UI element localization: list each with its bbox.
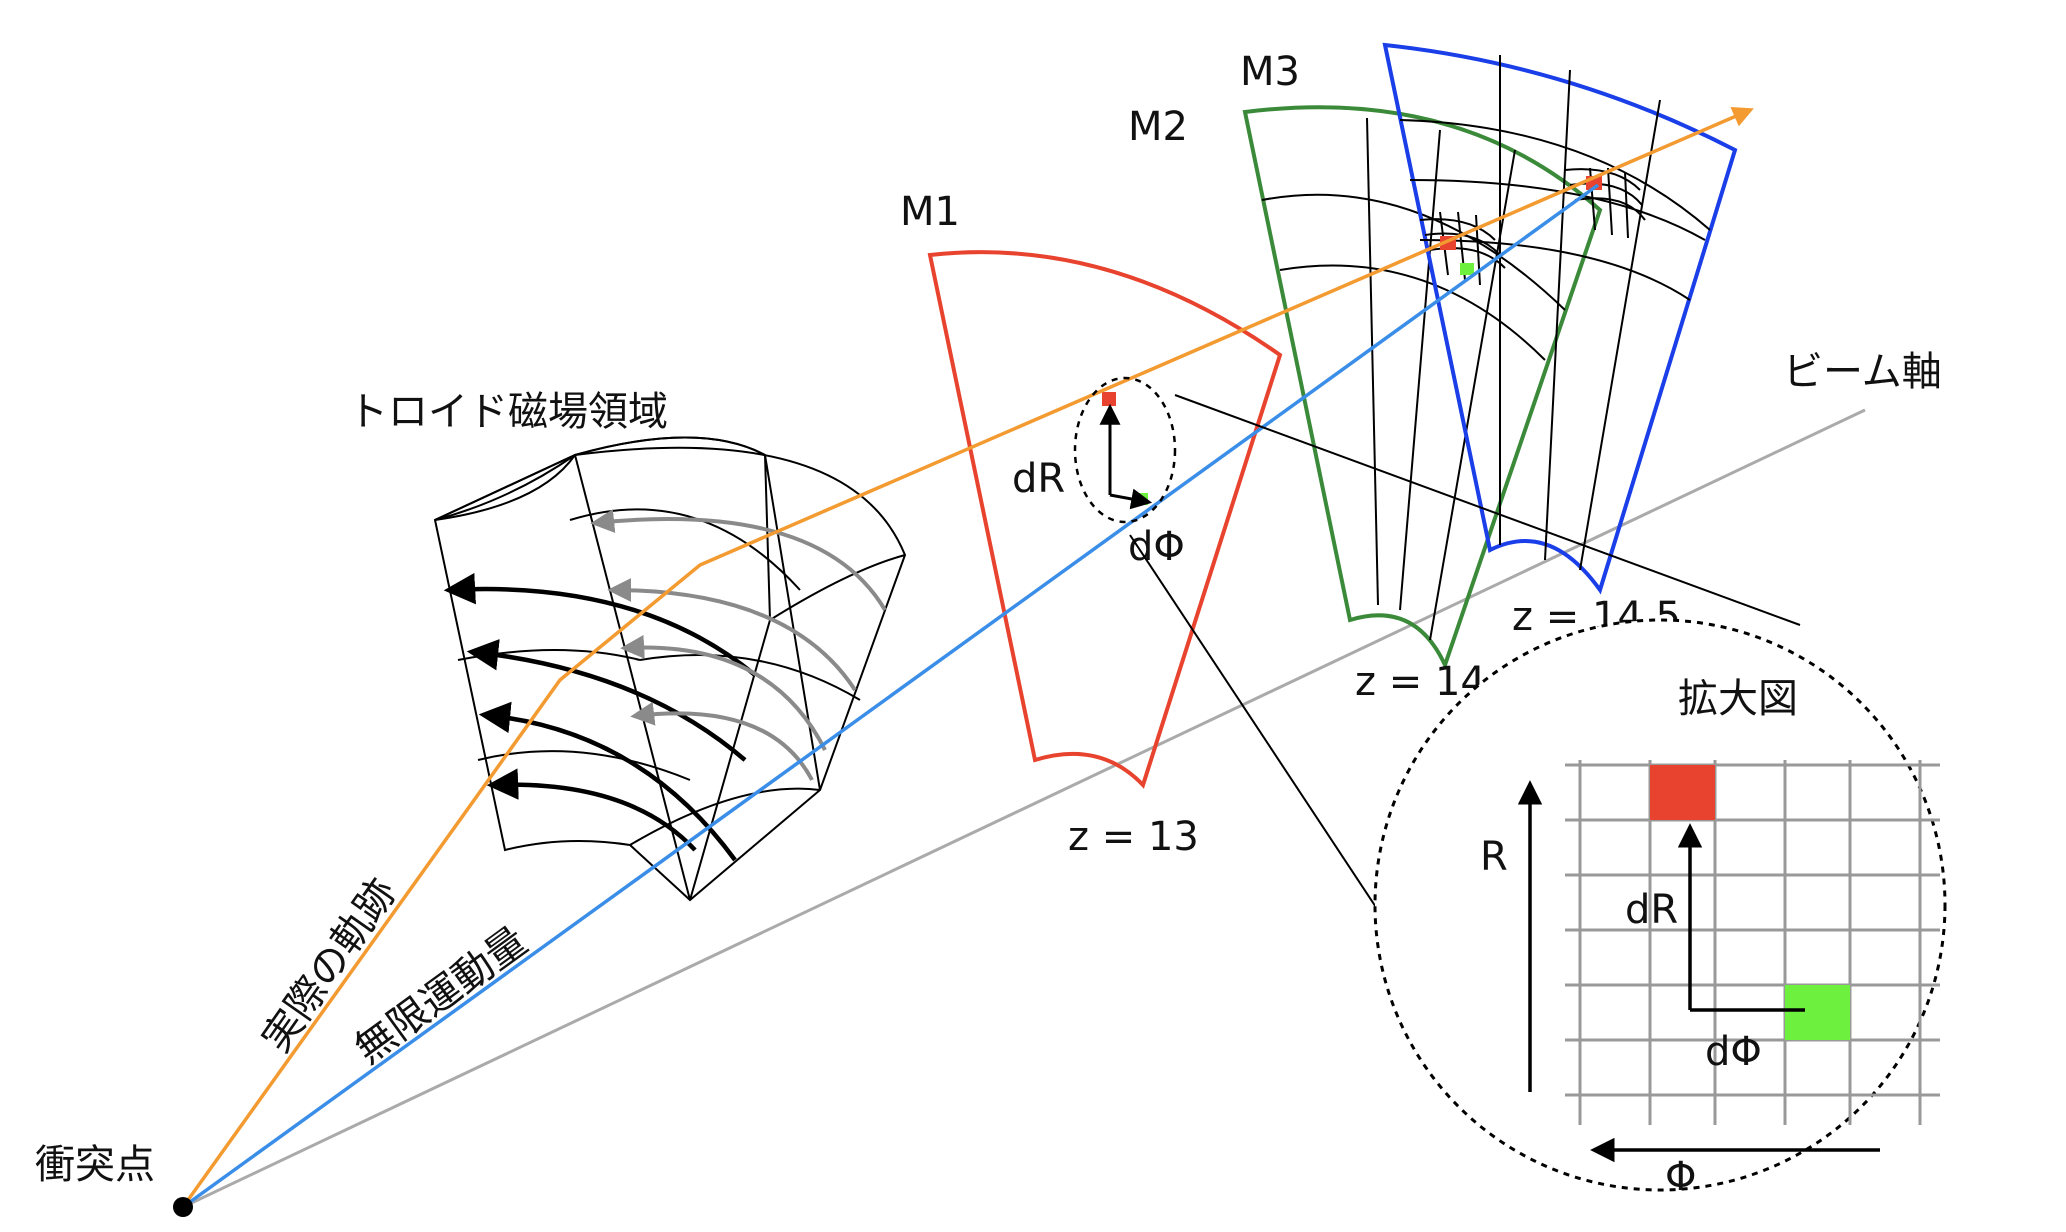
infinite-momentum-line — [181, 183, 1600, 1209]
m1-label: M1 — [900, 189, 960, 235]
m2-grid — [1261, 117, 1566, 641]
m3-label: M3 — [1240, 49, 1300, 95]
infinite-momentum-label: 無限運動量 — [347, 918, 536, 1073]
zoom-circle — [1373, 618, 1947, 1192]
beam-axis-label: ビーム軸 — [1783, 349, 1942, 395]
m1-dR-label: dR — [1012, 456, 1065, 502]
zoom-dPhi-label: dΦ — [1705, 1029, 1762, 1075]
zoom-green-hit — [1785, 985, 1850, 1040]
field-lines-front — [443, 572, 757, 862]
actual-trajectory-line — [181, 107, 1754, 1209]
m3-grid — [1399, 55, 1711, 571]
m1-zoom-ellipse — [1073, 376, 1177, 524]
zoom-title: 拡大図 — [1678, 676, 1798, 722]
m2-green-hit — [1460, 263, 1474, 275]
field-lines-back — [590, 509, 887, 781]
m2-z-label: z = 14 — [1355, 659, 1486, 705]
m3-chamber — [1382, 42, 1738, 595]
m1-red-hit — [1102, 392, 1116, 406]
zoom-grid — [1565, 760, 1940, 1125]
m1-dPhi-label: dΦ — [1128, 524, 1185, 570]
zoom-dR-label: dR — [1625, 887, 1678, 933]
zoom-tangent-top — [1174, 394, 1801, 626]
m2-chamber — [1242, 105, 1603, 671]
zoom-R-label: R — [1480, 834, 1508, 880]
collision-point-dot — [173, 1197, 193, 1217]
m2-label: M2 — [1128, 104, 1188, 150]
zoom-red-hit — [1650, 765, 1715, 820]
m1-dPhi-arrow — [1109, 488, 1153, 510]
toroid-region-label: トロイド磁場領域 — [348, 389, 668, 435]
zoom-Phi-label: Φ — [1665, 1154, 1696, 1200]
m1-chamber — [927, 250, 1283, 789]
zoom-view: 拡大図 R dR dΦ Φ — [1373, 618, 1947, 1200]
collision-point-label: 衝突点 — [35, 1142, 155, 1188]
m1-z-label: z = 13 — [1068, 814, 1199, 860]
